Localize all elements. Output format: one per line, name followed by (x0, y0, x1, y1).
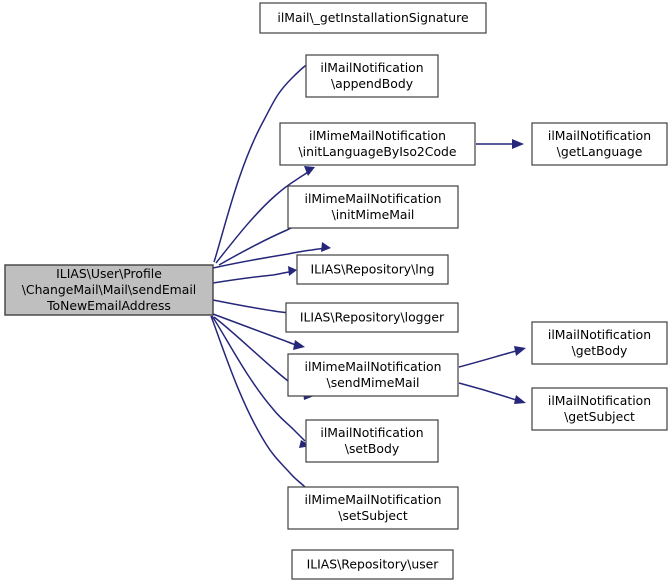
node-label: ilMail\_getInstallationSignature (277, 10, 468, 25)
node-box[interactable] (287, 353, 459, 397)
graph-node-append-body[interactable]: ilMailNotification\appendBody (305, 54, 439, 98)
edge-root-to-init-mime-mail (212, 242, 331, 269)
node-label-line: ilMailNotification (548, 393, 651, 408)
node-label-line: \initMimeMail (332, 207, 415, 222)
node-box[interactable] (296, 254, 449, 285)
node-label-line: ilMimeMailNotification (305, 191, 442, 206)
edge-send-mime-mail-to-get-body (458, 346, 526, 368)
node-label: ilMailNotification\getSubject (548, 393, 651, 424)
edge-line (215, 171, 309, 264)
graph-node-root[interactable]: ILIAS\User\Profile\ChangeMail\Mail\sendE… (4, 264, 214, 316)
edge-root-to-append-body (215, 166, 315, 264)
node-label-line: \getLanguage (557, 144, 643, 159)
node-box[interactable] (279, 122, 476, 166)
edge-send-mime-mail-to-get-subject (458, 382, 526, 404)
edge-line (212, 247, 326, 269)
node-label: ilMailNotification\getBody (548, 327, 651, 358)
node-label-line: \setSubject (338, 508, 408, 523)
node-box[interactable] (287, 486, 459, 530)
node-label: ilMailNotification\appendBody (320, 60, 423, 91)
graph-node-get-subject[interactable]: ilMailNotification\getSubject (531, 387, 668, 431)
nodes-layer: ILIAS\User\Profile\ChangeMail\Mail\sendE… (4, 2, 668, 580)
node-label-line: \sendMimeMail (327, 375, 420, 390)
node-label: ILIAS\Repository\logger (300, 309, 445, 324)
graph-node-repository-lng[interactable]: ILIAS\Repository\lng (296, 254, 449, 285)
arrowhead-icon (293, 340, 305, 350)
node-box[interactable] (305, 419, 439, 463)
edge-line (458, 382, 517, 401)
arrowhead-icon (288, 266, 297, 276)
graph-node-get-language[interactable]: ilMailNotification\getLanguage (531, 122, 668, 166)
arrowhead-icon (512, 139, 524, 149)
edge-line (212, 299, 289, 314)
edge-line (211, 315, 306, 442)
node-label-line: ToNewEmailAddress (46, 298, 171, 313)
node-box[interactable] (259, 2, 487, 34)
node-label-line: ilMailNotification (320, 425, 423, 440)
node-label: ilMimeMailNotification\initLanguageByIso… (298, 128, 456, 159)
node-label-line: ILIAS\Repository\logger (300, 309, 445, 324)
edge-line (212, 271, 290, 284)
node-label-line: ilMimeMailNotification (305, 359, 442, 374)
node-label-line: ILIAS\Repository\user (307, 556, 440, 571)
node-box[interactable] (531, 122, 668, 166)
node-label-line: ilMailNotification (548, 327, 651, 342)
node-box[interactable] (287, 185, 459, 229)
node-box[interactable] (285, 302, 459, 333)
graph-node-set-body[interactable]: ilMailNotification\setBody (305, 419, 439, 463)
node-label-line: \getBody (572, 343, 628, 358)
node-label: ilMimeMailNotification\initMimeMail (305, 191, 442, 222)
node-box[interactable] (531, 321, 668, 365)
node-label-line: ilMimeMailNotification (309, 128, 446, 143)
node-label-line: ilMailNotification (320, 60, 423, 75)
node-box[interactable] (305, 54, 439, 98)
graph-node-send-mime-mail[interactable]: ilMimeMailNotification\sendMimeMail (287, 353, 459, 397)
node-label: ILIAS\Repository\lng (311, 261, 435, 276)
graph-node-get-body[interactable]: ilMailNotification\getBody (531, 321, 668, 365)
node-label: ilMailNotification\getLanguage (548, 128, 651, 159)
node-label: ILIAS\User\Profile\ChangeMail\Mail\sendE… (22, 266, 196, 313)
graph-node-init-language-by-iso2code[interactable]: ilMimeMailNotification\initLanguageByIso… (279, 122, 476, 166)
node-box[interactable] (531, 387, 668, 431)
node-label: ILIAS\Repository\user (307, 556, 440, 571)
edge-root-to-repository-lng (212, 266, 297, 284)
edge-line (212, 313, 297, 346)
edge-line (210, 315, 307, 489)
graph-node-init-mime-mail[interactable]: ilMimeMailNotification\initMimeMail (287, 185, 459, 229)
node-label-line: ilMimeMailNotification (305, 492, 442, 507)
node-box[interactable] (4, 264, 214, 316)
node-label-line: ILIAS\User\Profile (56, 266, 162, 281)
arrowhead-icon (514, 346, 526, 356)
node-label-line: ilMail\_getInstallationSignature (277, 10, 468, 25)
arrowhead-icon (514, 395, 526, 404)
node-label-line: \appendBody (331, 76, 413, 91)
graph-node-repository-user[interactable]: ILIAS\Repository\user (291, 549, 454, 580)
arrowhead-icon (304, 166, 315, 176)
graph-node-repository-logger[interactable]: ILIAS\Repository\logger (285, 302, 459, 333)
arrowhead-icon (321, 242, 331, 252)
node-label-line: \initLanguageByIso2Code (298, 144, 456, 159)
node-label-line: \ChangeMail\Mail\sendEmail (22, 282, 196, 297)
node-label-line: ilMailNotification (548, 128, 651, 143)
edge-init-language-to-get-language (476, 139, 524, 149)
node-label-line: \getSubject (564, 409, 635, 424)
edge-line (458, 350, 517, 368)
node-label-line: \setBody (345, 441, 399, 456)
node-box[interactable] (291, 549, 454, 580)
node-label: ilMailNotification\setBody (320, 425, 423, 456)
graph-node-set-subject[interactable]: ilMimeMailNotification\setSubject (287, 486, 459, 530)
node-label: ilMimeMailNotification\setSubject (305, 492, 442, 523)
node-label-line: ILIAS\Repository\lng (311, 261, 435, 276)
node-label: ilMimeMailNotification\sendMimeMail (305, 359, 442, 390)
edge-root-to-send-mime-mail (212, 313, 305, 350)
graph-node-get-installation-signature[interactable]: ilMail\_getInstallationSignature (259, 2, 487, 34)
